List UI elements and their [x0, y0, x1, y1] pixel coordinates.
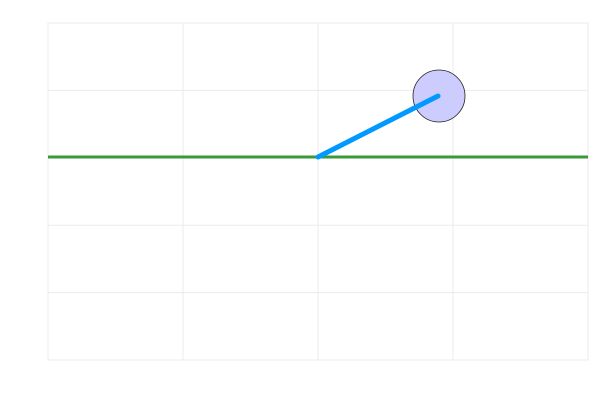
pendulum-rod — [315, 93, 441, 160]
grid — [47, 22, 589, 361]
